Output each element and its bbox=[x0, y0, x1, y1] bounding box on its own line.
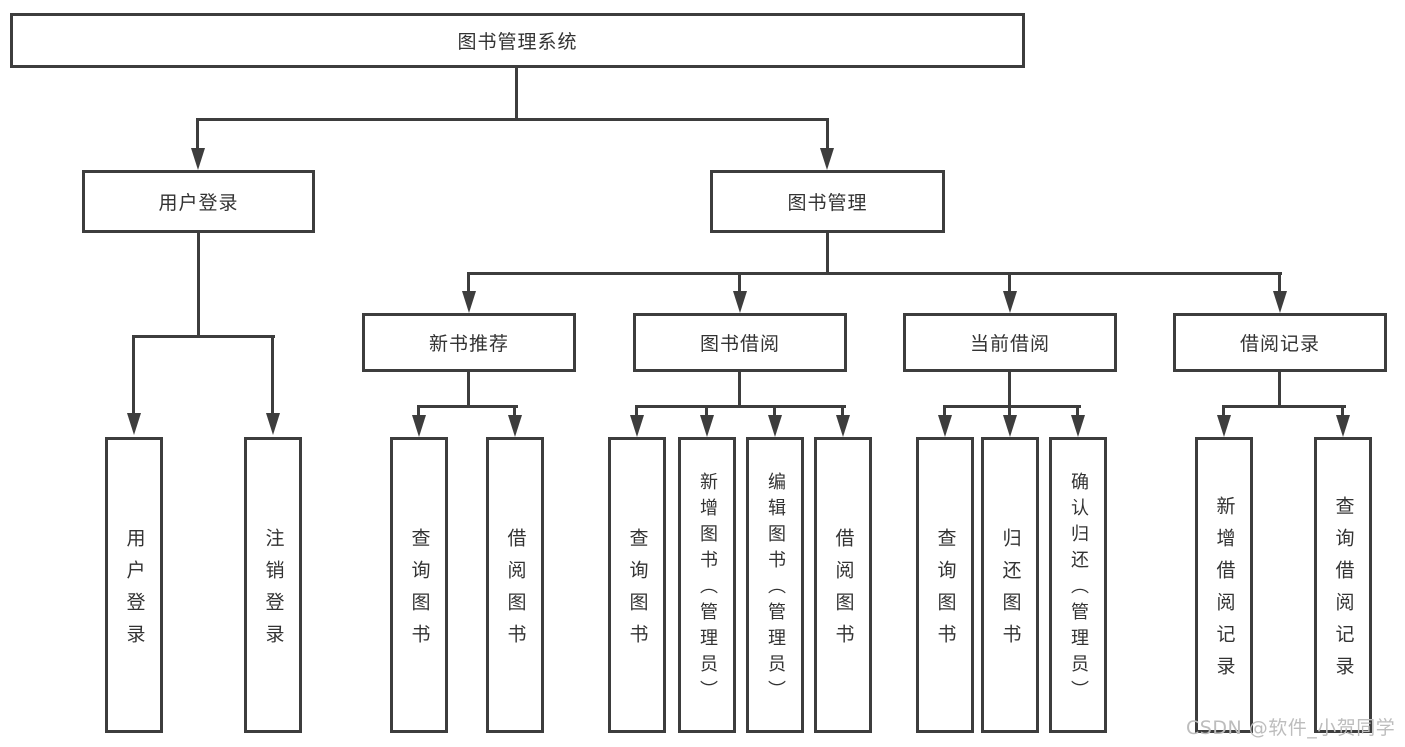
connector-drop bbox=[738, 272, 741, 296]
connector-drop bbox=[1278, 272, 1281, 296]
connector-drop bbox=[513, 405, 516, 421]
connector-newbooks-stem bbox=[467, 372, 470, 408]
connector-drop bbox=[1222, 405, 1225, 421]
leaf-label: 新增图书（管理员） bbox=[697, 472, 718, 706]
arrowhead-down-icon bbox=[462, 291, 476, 313]
connector-bookborrow-distributor bbox=[635, 405, 846, 408]
leaf-label: 编辑图书（管理员） bbox=[765, 472, 786, 706]
node-leaf-br-add: 新增借阅记录 bbox=[1195, 437, 1253, 733]
node-leaf-bb-edit: 编辑图书（管理员） bbox=[746, 437, 804, 733]
connector-drop bbox=[417, 405, 420, 421]
node-leaf-cb-return: 归还图书 bbox=[981, 437, 1039, 733]
arrowhead-down-icon bbox=[412, 415, 426, 437]
node-current-borrow-label: 当前借阅 bbox=[969, 333, 1050, 355]
arrowhead-down-icon bbox=[1071, 415, 1085, 437]
connector-drop bbox=[1008, 272, 1011, 296]
arrowhead-down-icon bbox=[700, 415, 714, 437]
node-leaf-cb-confirm: 确认归还（管理员） bbox=[1049, 437, 1107, 733]
connector-userlogin-distributor bbox=[132, 335, 275, 338]
leaf-label: 查询图书 bbox=[408, 527, 431, 656]
node-user-login-label: 用户登录 bbox=[158, 192, 239, 214]
arrowhead-down-icon bbox=[768, 415, 782, 437]
node-book-borrow: 图书借阅 bbox=[633, 313, 847, 372]
node-borrow-records: 借阅记录 bbox=[1173, 313, 1387, 372]
node-leaf-logout: 注销登录 bbox=[244, 437, 302, 733]
connector-drop bbox=[271, 335, 274, 419]
connector-drop bbox=[132, 335, 135, 419]
connector-drop bbox=[841, 405, 844, 421]
connector-borrowrecords-distributor bbox=[1222, 405, 1346, 408]
node-borrow-records-label: 借阅记录 bbox=[1239, 333, 1320, 355]
node-user-login: 用户登录 bbox=[82, 170, 315, 233]
connector-bookborrow-stem bbox=[738, 372, 741, 408]
node-leaf-nb-query: 查询图书 bbox=[390, 437, 448, 733]
node-new-books-label: 新书推荐 bbox=[428, 333, 509, 355]
arrowhead-down-icon bbox=[127, 413, 141, 435]
node-leaf-bb-borrow: 借阅图书 bbox=[814, 437, 872, 733]
leaf-label: 归还图书 bbox=[999, 527, 1022, 656]
node-leaf-cb-query: 查询图书 bbox=[916, 437, 974, 733]
arrowhead-down-icon bbox=[1003, 291, 1017, 313]
node-new-books: 新书推荐 bbox=[362, 313, 576, 372]
leaf-label: 用户登录 bbox=[123, 527, 146, 656]
connector-drop bbox=[826, 118, 829, 152]
arrowhead-down-icon bbox=[630, 415, 644, 437]
connector-drop bbox=[943, 405, 946, 421]
csdn-watermark: CSDN @软件_小贺同学 bbox=[1186, 717, 1396, 739]
arrowhead-down-icon bbox=[733, 291, 747, 313]
connector-currentborrow-stem bbox=[1008, 372, 1011, 408]
node-root-label: 图书管理系统 bbox=[457, 31, 578, 53]
connector-drop bbox=[1341, 405, 1344, 421]
arrowhead-down-icon bbox=[938, 415, 952, 437]
leaf-label: 借阅图书 bbox=[504, 527, 527, 656]
node-current-borrow: 当前借阅 bbox=[903, 313, 1117, 372]
connector-bookmgmt-distributor bbox=[467, 272, 1282, 275]
connector-bookmgmt-stem bbox=[826, 233, 829, 274]
connector-currentborrow-distributor bbox=[943, 405, 1081, 408]
node-leaf-nb-borrow: 借阅图书 bbox=[486, 437, 544, 733]
connector-drop bbox=[196, 118, 199, 152]
connector-drop bbox=[1076, 405, 1079, 421]
connector-newbooks-distributor bbox=[417, 405, 518, 408]
connector-drop bbox=[635, 405, 638, 421]
leaf-label: 确认归还（管理员） bbox=[1068, 472, 1089, 706]
leaf-label: 注销登录 bbox=[262, 527, 285, 656]
arrowhead-down-icon bbox=[1336, 415, 1350, 437]
leaf-label: 查询借阅记录 bbox=[1332, 495, 1355, 688]
arrowhead-down-icon bbox=[508, 415, 522, 437]
connector-drop bbox=[1008, 405, 1011, 421]
arrowhead-down-icon bbox=[1003, 415, 1017, 437]
connector-drop bbox=[705, 405, 708, 421]
arrowhead-down-icon bbox=[1217, 415, 1231, 437]
connector-root-distributor bbox=[197, 118, 829, 121]
leaf-label: 查询图书 bbox=[626, 527, 649, 656]
node-book-mgmt-label: 图书管理 bbox=[787, 192, 868, 214]
node-root: 图书管理系统 bbox=[10, 13, 1025, 68]
connector-userlogin-stem bbox=[197, 233, 200, 335]
connector-drop bbox=[467, 272, 470, 296]
node-book-mgmt: 图书管理 bbox=[710, 170, 945, 233]
leaf-label: 查询图书 bbox=[934, 527, 957, 656]
arrowhead-down-icon bbox=[191, 148, 205, 170]
node-book-borrow-label: 图书借阅 bbox=[699, 333, 780, 355]
arrowhead-down-icon bbox=[836, 415, 850, 437]
arrowhead-down-icon bbox=[266, 413, 280, 435]
leaf-label: 新增借阅记录 bbox=[1213, 495, 1236, 688]
node-leaf-bb-query: 查询图书 bbox=[608, 437, 666, 733]
arrowhead-down-icon bbox=[1273, 291, 1287, 313]
connector-drop bbox=[773, 405, 776, 421]
connector-borrowrecords-stem bbox=[1278, 372, 1281, 408]
node-leaf-bb-add: 新增图书（管理员） bbox=[678, 437, 736, 733]
node-leaf-user-login: 用户登录 bbox=[105, 437, 163, 733]
node-leaf-br-query: 查询借阅记录 bbox=[1314, 437, 1372, 733]
leaf-label: 借阅图书 bbox=[832, 527, 855, 656]
connector-root-stem bbox=[515, 66, 518, 118]
arrowhead-down-icon bbox=[820, 148, 834, 170]
